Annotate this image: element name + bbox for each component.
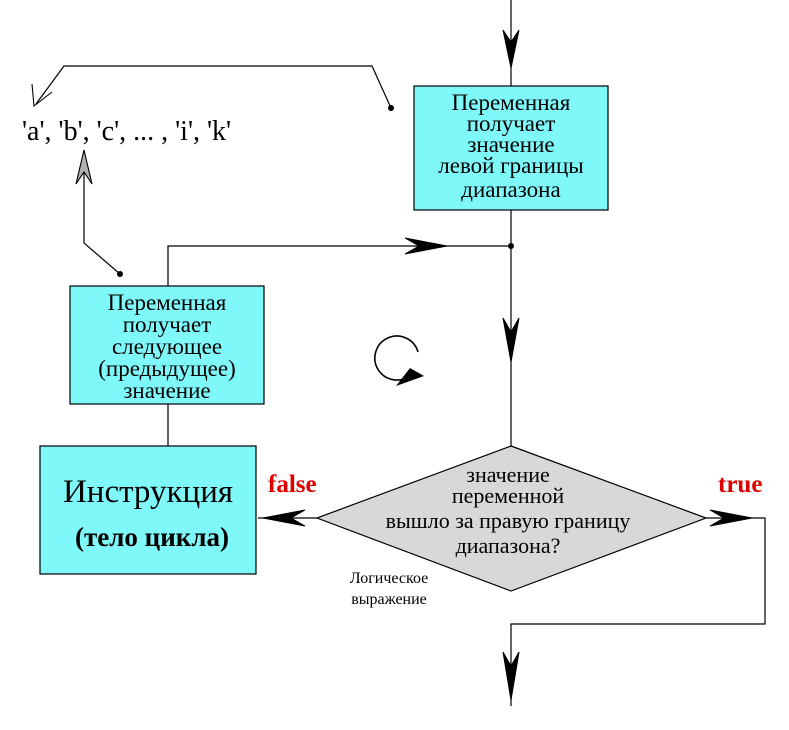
arrow-right-icon (709, 509, 753, 527)
next-box-line: Переменная (108, 290, 227, 315)
loop-body-box (39, 445, 257, 575)
arrowheads (262, 29, 753, 701)
value-sequence: 'a', 'b', 'c', ... , 'i', 'k' (22, 116, 231, 147)
arrow-down-icon (502, 29, 520, 69)
init-box-line: Переменная (452, 90, 571, 115)
condition-line: значение (466, 462, 550, 487)
next-pointer-line (83, 170, 121, 275)
condition-text: значение переменной вышло за правую гран… (386, 462, 631, 558)
next-box-line: (предыдущее) (98, 356, 236, 381)
init-box (413, 85, 609, 211)
arrow-left-icon (262, 509, 306, 527)
loop-back-line (167, 245, 511, 286)
junction-dot (117, 271, 123, 277)
arrow-down-icon (502, 317, 520, 363)
junction-dots (117, 105, 514, 277)
arrow-right-icon (404, 237, 448, 255)
logic-caption-line: Логическое (350, 570, 428, 587)
init-box-line: значение (467, 132, 554, 157)
arrow-down-icon (502, 651, 520, 701)
logic-caption-line: выражение (351, 591, 427, 608)
true-label: true (718, 471, 762, 498)
pointer-arrow-up-icon (75, 149, 93, 185)
init-box-text: Переменная получает значение левой грани… (438, 90, 583, 202)
cycle-arrow-icon (374, 335, 424, 386)
next-value-box (69, 285, 265, 405)
next-value-box-text: Переменная получает следующее (предыдуще… (98, 290, 236, 403)
next-box-line: получает (123, 312, 212, 337)
false-label: false (268, 471, 317, 498)
junction-dot (508, 243, 514, 249)
condition-line: переменной (452, 483, 565, 508)
pointer-arrowheads (31, 83, 93, 185)
condition-line: диапазона? (456, 533, 561, 558)
logic-caption: Логическое выражение (350, 570, 428, 608)
body-box-subtitle: (тело цикла) (75, 522, 229, 552)
init-box-line: левой границы (438, 153, 583, 178)
pointer-arrow-icon (31, 83, 53, 108)
junction-dot (388, 105, 394, 111)
next-box-line: значение (123, 378, 210, 403)
condition-line: вышло за правую границу (386, 508, 631, 533)
init-pointer-line (35, 65, 392, 109)
init-box-line: получает (467, 111, 556, 136)
condition-diamond (315, 445, 708, 592)
init-box-line: диапазона (461, 177, 560, 202)
body-box-title: Инструкция (63, 474, 233, 510)
next-box-line: следующее (112, 334, 222, 359)
